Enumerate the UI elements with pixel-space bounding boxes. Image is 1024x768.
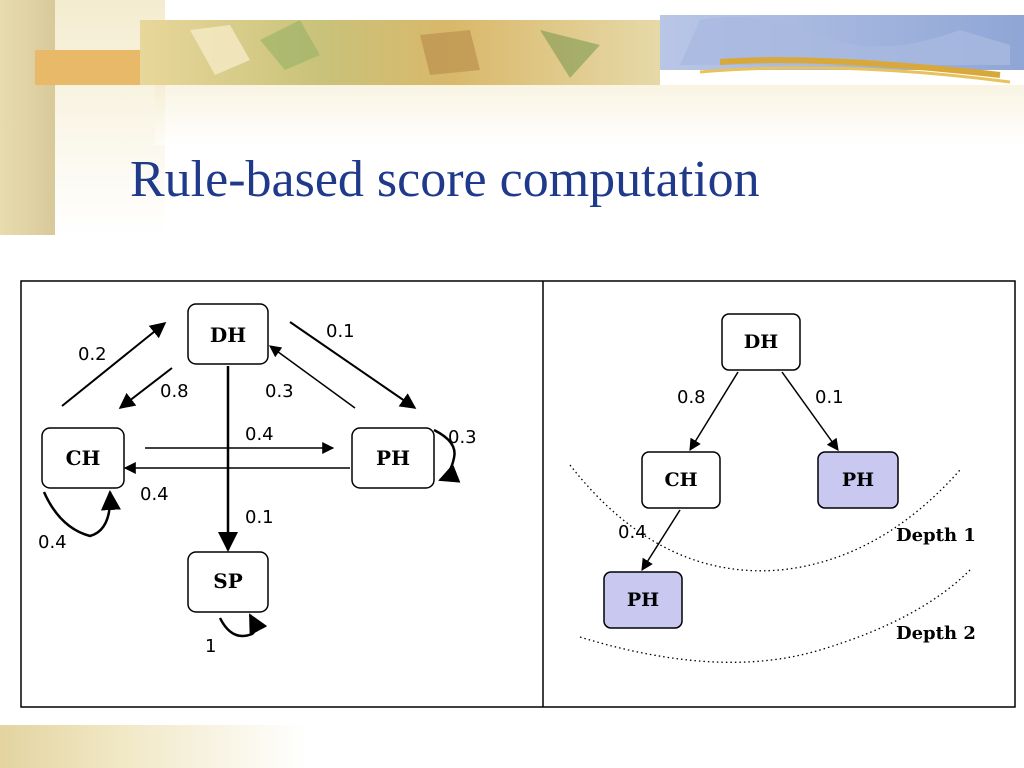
tree-node-ph-depth2: [603, 571, 683, 629]
tree-edge-ch-ph: [641, 509, 681, 572]
tree-node-ph-depth1: [817, 451, 899, 509]
edge-ph-to-dh: [269, 345, 356, 409]
edge-label-ch-self: 0.4: [38, 532, 67, 553]
edge-label-ph-ch: 0.4: [140, 484, 169, 505]
decorative-banner: [0, 0, 1024, 235]
edge-dh-to-ch: [118, 367, 173, 409]
edge-label-sp-self: 1: [205, 636, 216, 657]
depth1-boundary: [569, 464, 961, 572]
tree-edge-dh-ch: [689, 371, 739, 452]
depth2-boundary: [579, 569, 971, 663]
node-ph-label: PH: [376, 446, 410, 470]
node-ch: [41, 427, 125, 489]
tree-edge-label-dh-ch: 0.8: [677, 387, 706, 408]
edge-label-ch-ph: 0.4: [245, 424, 274, 445]
edge-ph-self-loop: [433, 428, 461, 483]
depth1-label: Depth 1: [896, 525, 976, 546]
node-dh: [187, 303, 269, 365]
depth2-label: Depth 2: [896, 623, 976, 644]
edge-label-ph-self: 0.3: [448, 427, 477, 448]
tree-node-ph-depth1-label: PH: [842, 469, 874, 491]
edge-label-dh-ch: 0.8: [160, 381, 189, 402]
tree-node-ph-depth2-label: PH: [627, 589, 659, 611]
node-sp-label: SP: [213, 569, 242, 593]
page-title: Rule-based score computation: [130, 151, 760, 208]
node-sp: [187, 551, 269, 613]
edge-label-dh-ph: 0.1: [326, 321, 355, 342]
tree-node-ch: [641, 451, 721, 509]
right-search-tree: DH CH PH PH 0.8 0.1 0.4 Depth 1 Depth 2: [569, 313, 976, 663]
tree-edge-label-dh-ph: 0.1: [815, 387, 844, 408]
tree-edge-dh-ph: [781, 371, 839, 451]
edge-label-dh-sp: 0.1: [245, 507, 274, 528]
decorative-footer-strip: [0, 725, 1024, 768]
node-ch-label: CH: [66, 446, 101, 470]
edge-label-ch-dh: 0.2: [78, 344, 107, 365]
diagram-frame: DH CH PH SP 0.2 0.8 0.1 0.3 0.3 0.4 0.4 …: [20, 280, 1016, 708]
edge-label-ph-dh: 0.3: [265, 381, 294, 402]
edge-ch-self-loop: [42, 490, 121, 538]
edge-sp-self-loop: [218, 613, 268, 638]
edge-ch-to-dh: [61, 321, 167, 407]
node-dh-label: DH: [210, 323, 246, 347]
tree-node-ch-label: CH: [664, 469, 697, 491]
node-ph: [351, 427, 435, 489]
edge-dh-to-ph: [289, 321, 417, 409]
left-transition-graph: DH CH PH SP 0.2 0.8 0.1 0.3 0.3 0.4 0.4 …: [38, 303, 477, 657]
tree-node-root-label: DH: [744, 331, 778, 353]
tree-node-root: [721, 313, 801, 371]
tree-edge-label-ch-ph: 0.4: [618, 522, 647, 543]
